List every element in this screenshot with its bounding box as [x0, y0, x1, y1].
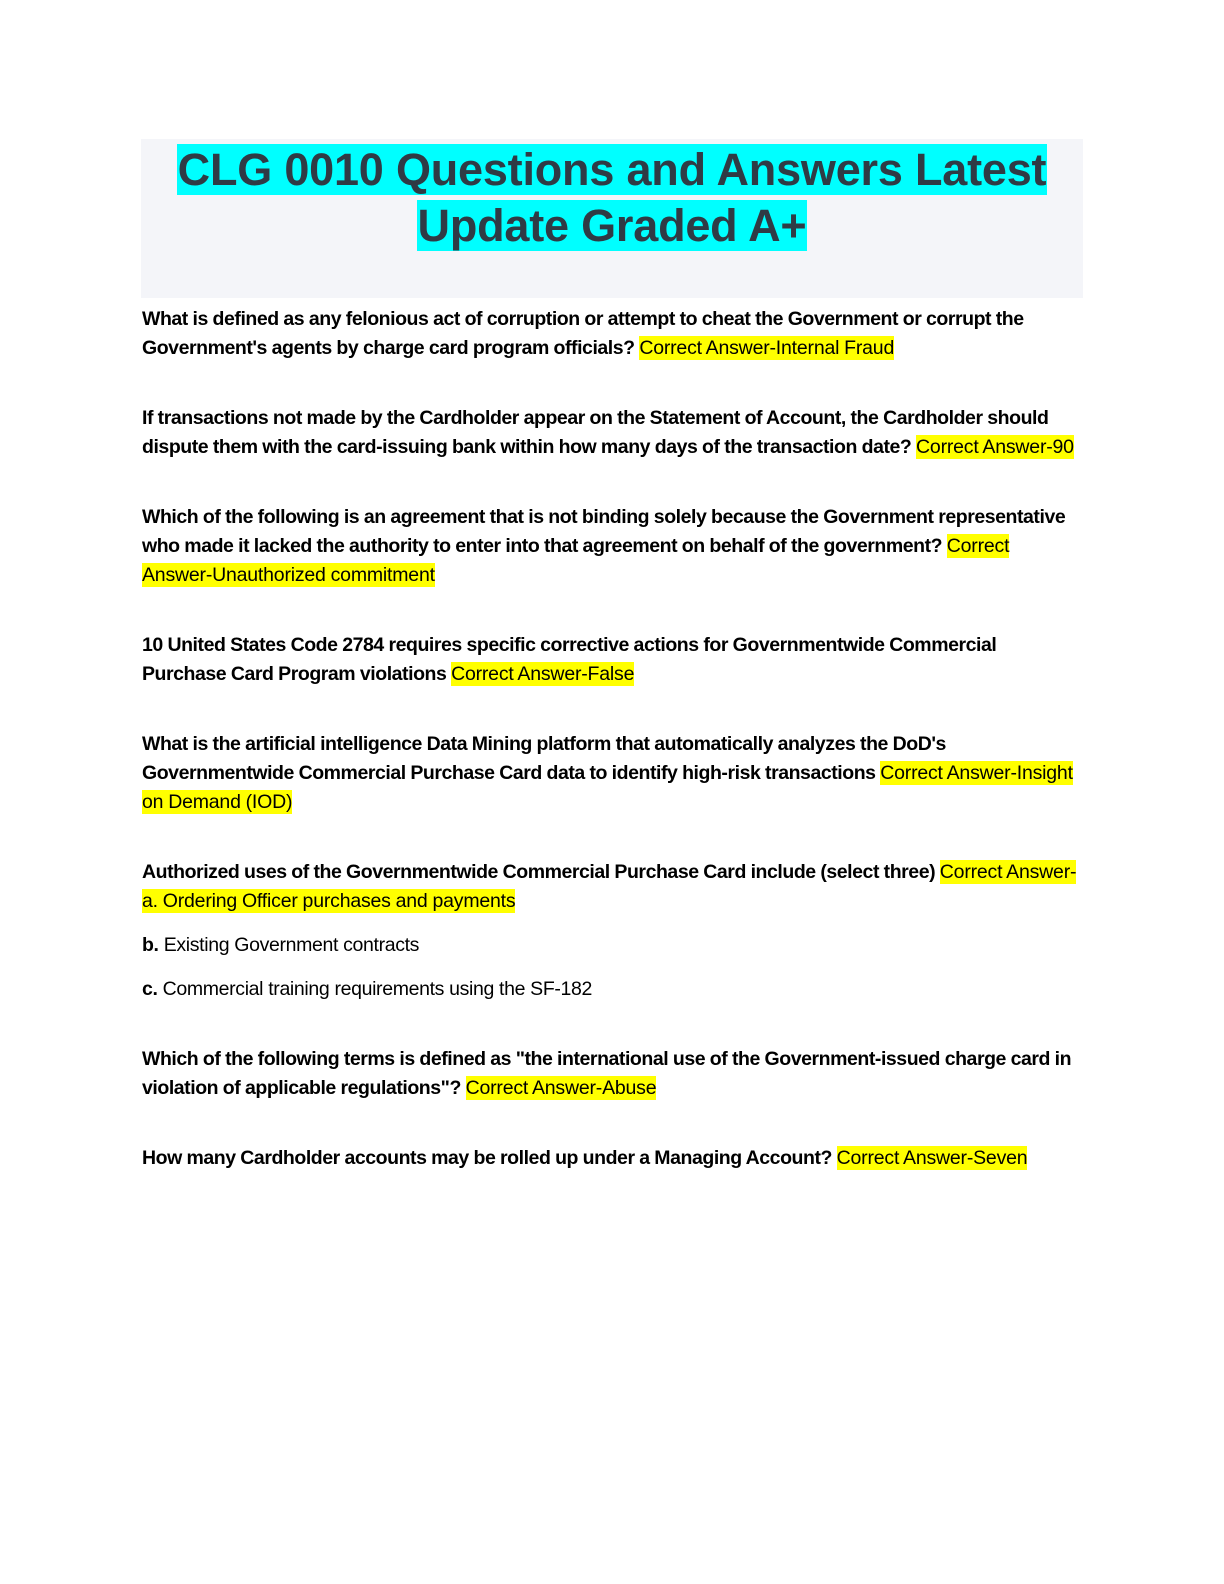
qa-item-3: Which of the following is an agreement t… — [142, 503, 1077, 590]
qa-item-7: Which of the following terms is defined … — [142, 1045, 1077, 1103]
question-text-1: What is defined as any felonious act of … — [142, 308, 1024, 359]
question-text-8: How many Cardholder accounts may be roll… — [142, 1147, 837, 1169]
qa-item-4: 10 United States Code 2784 requires spec… — [142, 631, 1077, 689]
option-item-b: b. Existing Government contracts — [142, 931, 1077, 960]
qa-item-2: If transactions not made by the Cardhold… — [142, 404, 1077, 462]
qa-item-1: What is defined as any felonious act of … — [142, 305, 1077, 363]
answer-text-7: Correct Answer-Abuse — [465, 1076, 657, 1100]
qa-item-6: Authorized uses of the Governmentwide Co… — [142, 858, 1077, 916]
title-line-2: Update Graded A+ — [416, 200, 808, 251]
question-text-7: Which of the following terms is defined … — [142, 1048, 1072, 1099]
question-text-6: Authorized uses of the Governmentwide Co… — [142, 861, 940, 883]
qa-item-5: What is the artificial intelligence Data… — [142, 730, 1077, 817]
option-label-c: Commercial training requirements using t… — [157, 978, 593, 1000]
option-key-b: b. — [142, 934, 159, 956]
question-text-5: What is the artificial intelligence Data… — [142, 733, 946, 784]
qa-body: What is defined as any felonious act of … — [142, 305, 1077, 1214]
question-text-2: If transactions not made by the Cardhold… — [142, 407, 1049, 458]
qa-item-8: How many Cardholder accounts may be roll… — [142, 1144, 1077, 1173]
option-key-c: c. — [142, 978, 158, 1000]
option-label-b: Existing Government contracts — [158, 934, 420, 956]
answer-text-4: Correct Answer-False — [451, 662, 635, 686]
option-item-c: c. Commercial training requirements usin… — [142, 975, 1077, 1004]
answer-text-1: Correct Answer-Internal Fraud — [639, 336, 895, 360]
question-text-4: 10 United States Code 2784 requires spec… — [142, 634, 997, 685]
title-line-1: CLG 0010 Questions and Answers Latest — [176, 144, 1048, 195]
question-text-3: Which of the following is an agreement t… — [142, 506, 1066, 557]
answer-text-8: Correct Answer-Seven — [836, 1146, 1028, 1170]
answer-text-2: Correct Answer-90 — [916, 435, 1074, 459]
